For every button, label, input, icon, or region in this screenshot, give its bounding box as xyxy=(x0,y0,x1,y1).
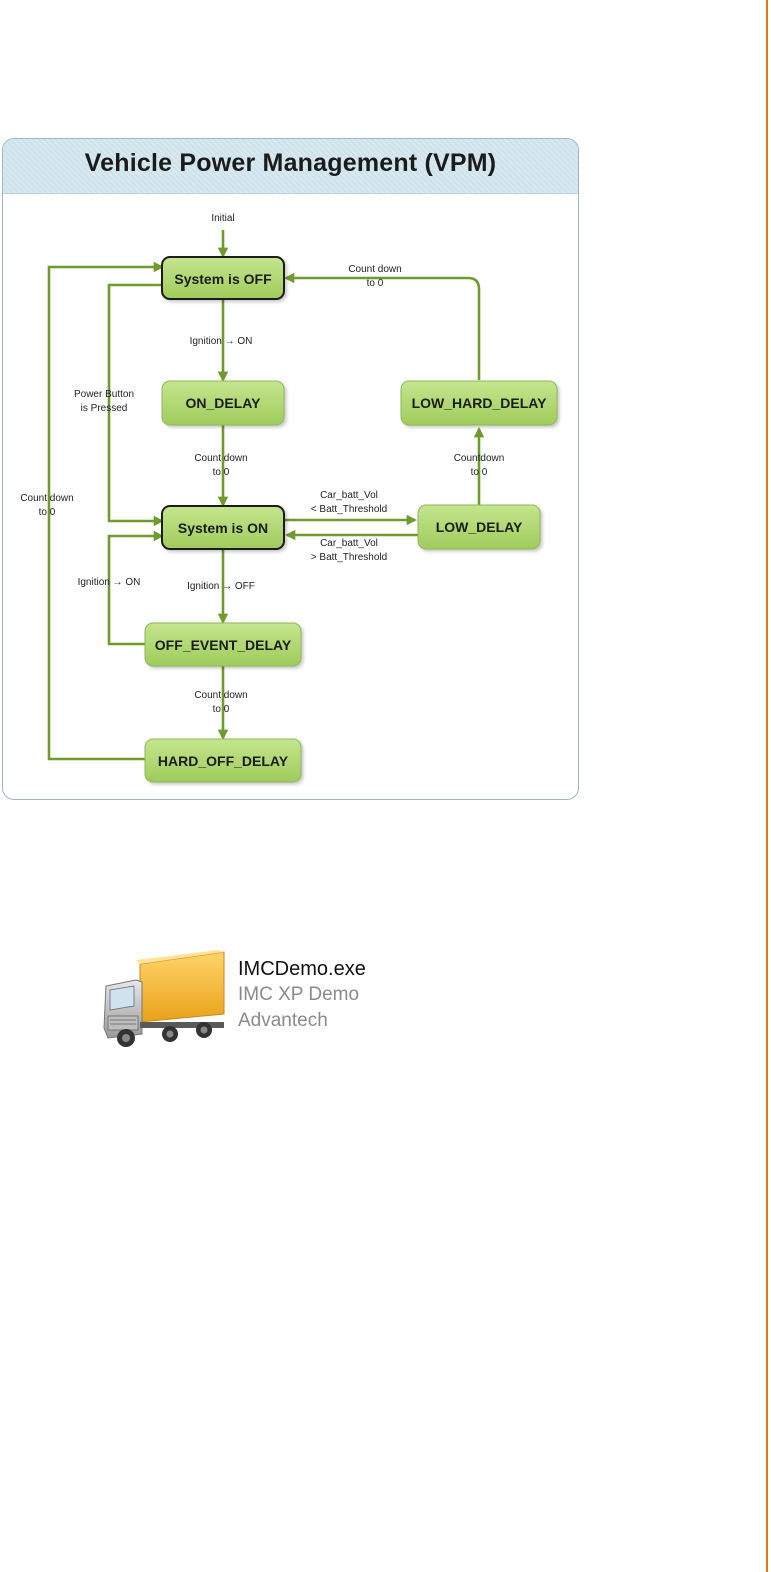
state-low-delay-label: LOW_DELAY xyxy=(436,519,523,535)
transition-batt-low-line2: < Batt_Threshold xyxy=(311,504,387,515)
transition-power-button-line1: Power Button xyxy=(74,389,134,400)
transition-countdown-b-line1: Count down xyxy=(194,690,247,701)
edge-hardoff-to-off xyxy=(47,261,165,761)
state-system-on-label: System is ON xyxy=(178,520,268,536)
transition-ignition-on-2-label: Ignition → ON xyxy=(78,577,141,588)
transition-countdown-line2: to 0 xyxy=(471,467,488,478)
state-low-hard-delay: LOW_HARD_DELAY xyxy=(400,380,558,426)
diagram-title: Vehicle Power Management (VPM) xyxy=(84,149,497,177)
state-diagram: System is OFF ON_DELAY System is ON OFF_… xyxy=(20,213,558,783)
transition-countdown-d-line1: Count down xyxy=(348,264,401,275)
edge-offevent-to-on xyxy=(107,530,165,646)
state-hard-off-delay-label: HARD_OFF_DELAY xyxy=(158,753,289,769)
file-name: IMCDemo.exe xyxy=(238,958,366,980)
transition-countdown-line1: Countdown xyxy=(454,453,505,464)
state-on-delay: ON_DELAY xyxy=(161,380,285,426)
transition-power-button-line2: is Pressed xyxy=(81,403,128,414)
edge-lowhard-to-off xyxy=(283,272,481,380)
edge-off-to-on-power xyxy=(107,283,165,527)
page-edge-rule xyxy=(766,0,768,1572)
file-description: IMC XP Demo xyxy=(238,984,360,1005)
state-off-event-delay: OFF_EVENT_DELAY xyxy=(144,622,302,667)
transition-countdown-c-line1: Count down xyxy=(20,493,73,504)
transition-ignition-on-label: Ignition → ON xyxy=(190,336,253,347)
vpm-diagram: Vehicle Power Management (VPM) xyxy=(2,138,579,800)
transition-ignition-off-label: Ignition → OFF xyxy=(187,581,255,592)
transition-countdown-d-line2: to 0 xyxy=(367,278,384,289)
state-low-delay: LOW_DELAY xyxy=(417,504,541,550)
state-on-delay-label: ON_DELAY xyxy=(186,395,262,411)
state-system-off: System is OFF xyxy=(161,256,285,300)
state-hard-off-delay: HARD_OFF_DELAY xyxy=(144,738,302,783)
state-off-event-delay-label: OFF_EVENT_DELAY xyxy=(155,637,292,653)
truck-icon xyxy=(103,950,225,1047)
transition-countdown-a-line1: Count down xyxy=(194,453,247,464)
transition-batt-low-line1: Car_batt_Vol xyxy=(320,490,378,501)
file-company: Advantech xyxy=(238,1010,328,1031)
state-system-on: System is ON xyxy=(161,505,285,550)
transition-countdown-b-line2: to 0 xyxy=(213,704,230,715)
transition-batt-high-line1: Car_batt_Vol xyxy=(320,538,378,549)
transition-batt-high-line2: > Batt_Threshold xyxy=(311,552,387,563)
initial-label: Initial xyxy=(211,213,234,224)
transition-countdown-c-line2: to 0 xyxy=(39,507,56,518)
state-low-hard-delay-label: LOW_HARD_DELAY xyxy=(412,395,547,411)
state-system-off-label: System is OFF xyxy=(174,271,272,287)
transition-countdown-a-line2: to 0 xyxy=(213,467,230,478)
exe-file-item[interactable]: IMCDemo.exe IMC XP Demo Advantech xyxy=(100,950,440,1050)
diagram-header: Vehicle Power Management (VPM) xyxy=(3,139,578,194)
